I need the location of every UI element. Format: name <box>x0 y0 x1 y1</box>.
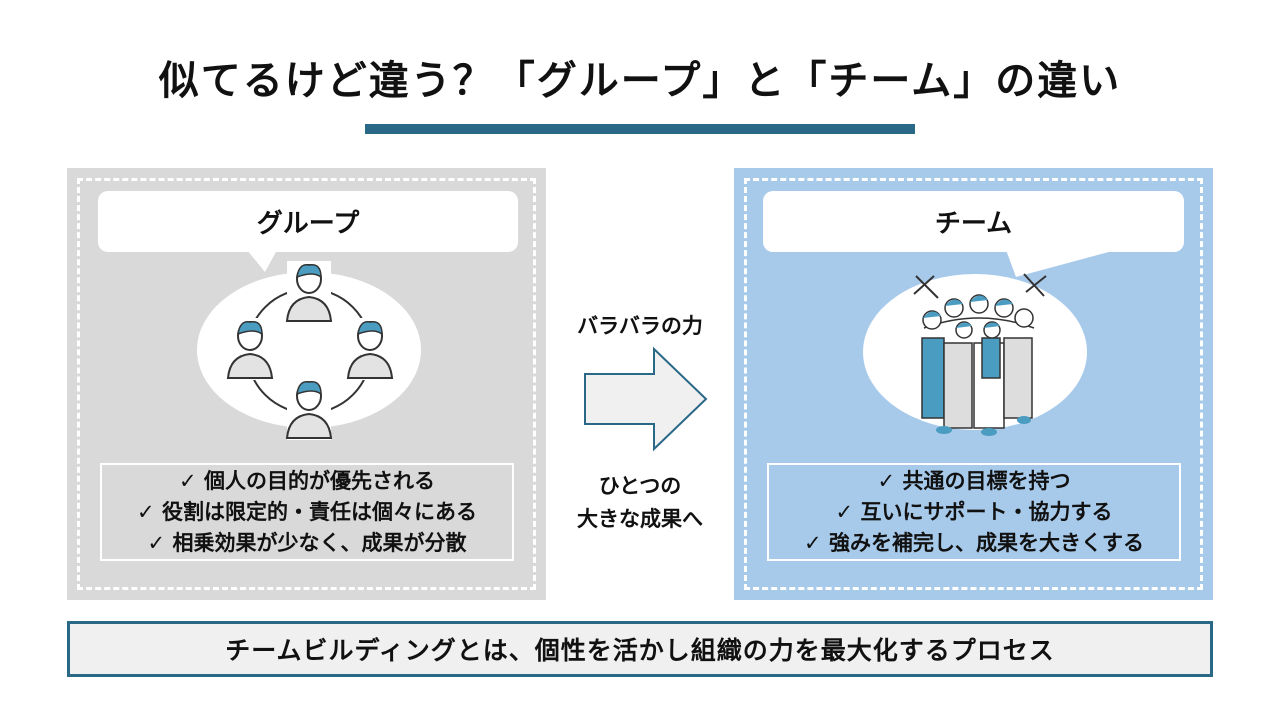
team-label: チーム <box>934 209 1013 239</box>
team-panel: チーム ✓ 共通の目標を持つ ✓ 互いにサポート・協力する ✓ <box>734 168 1213 600</box>
summary-text: チームビルディングとは、個性を活かし組織の力を最大化するプロセス <box>225 636 1055 665</box>
person-icon <box>285 378 333 440</box>
team-huddle-icon <box>913 273 1047 436</box>
list-item: ✓ 強みを補完し、成果を大きくする <box>804 530 1144 555</box>
list-item: ✓ 互いにサポート・協力する <box>835 499 1113 524</box>
person-icon <box>346 318 394 380</box>
bubble-tail <box>247 250 277 272</box>
unified-result-line1: ひとつの <box>598 474 682 498</box>
team-characteristics-list: ✓ 共通の目標を持つ ✓ 互いにサポート・協力する ✓ 強みを補完し、成果を大き… <box>767 463 1181 561</box>
right-arrow-icon <box>584 346 708 452</box>
dashed-border <box>744 178 1203 590</box>
team-label-bubble: チーム <box>763 191 1184 252</box>
title-underline <box>365 124 915 134</box>
scattered-power-text: バラバラの力 <box>577 314 703 338</box>
list-item: ✓ 相乗効果が少なく、成果が分散 <box>147 530 467 555</box>
page-title: 似てるけど違う？「グループ」と「チーム」の違い <box>158 58 1122 104</box>
people-in-circle-icon <box>226 261 394 440</box>
list-item: ✓ 個人の目的が優先される <box>179 468 435 493</box>
list-item: ✓ 役割は限定的・責任は個々にある <box>137 499 477 524</box>
group-panel: グループ ✓ 個人の目 <box>67 168 546 600</box>
person-icon <box>226 318 274 380</box>
summary-box: チームビルディングとは、個性を活かし組織の力を最大化するプロセス <box>67 621 1213 677</box>
group-label: グループ <box>256 209 360 239</box>
group-label-bubble: グループ <box>98 191 518 252</box>
list-item: ✓ 共通の目標を持つ <box>877 468 1071 493</box>
person-icon <box>285 261 333 323</box>
group-characteristics-list: ✓ 個人の目的が優先される ✓ 役割は限定的・責任は個々にある ✓ 相乗効果が少… <box>100 463 514 561</box>
dashed-border <box>77 178 536 590</box>
unified-result-line2: 大きな成果へ <box>577 507 703 531</box>
bubble-tail <box>1006 250 1116 277</box>
unified-result-text: ひとつの 大きな成果へ <box>540 470 740 536</box>
